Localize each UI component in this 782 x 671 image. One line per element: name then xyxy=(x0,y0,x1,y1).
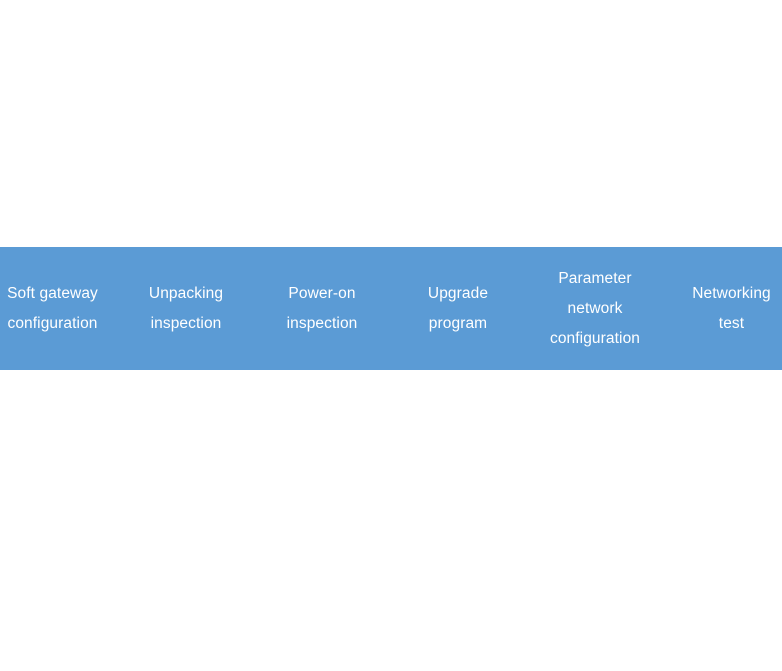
process-stage-networking-test[interactable]: Networking test xyxy=(681,247,782,370)
process-stage-soft-gateway-configuration[interactable]: Soft gateway configuration xyxy=(0,247,105,370)
stage-label-line-2: program xyxy=(428,314,488,332)
stage-label-line-2: network xyxy=(567,299,623,317)
stage-label-line-2: inspection xyxy=(286,314,358,332)
stage-label-line-2: test xyxy=(718,314,745,332)
stage-label-line-1: Parameter xyxy=(558,269,632,287)
stage-label-line-1: Unpacking xyxy=(148,284,224,302)
process-stage-power-on-inspection[interactable]: Power-on inspection xyxy=(268,247,376,370)
stage-label-line-2: configuration xyxy=(7,314,98,332)
process-stage-unpacking-inspection[interactable]: Unpacking inspection xyxy=(132,247,240,370)
process-stage-parameter-network-configuration[interactable]: Parameter network configuration xyxy=(535,247,655,370)
stage-label-line-3: configuration xyxy=(549,329,641,347)
stage-label-line-1: Networking xyxy=(692,284,771,302)
stage-label-line-2: inspection xyxy=(150,314,222,332)
process-stage-upgrade-program[interactable]: Upgrade program xyxy=(406,247,510,370)
stage-label-line-1: Soft gateway xyxy=(7,284,98,302)
process-flow-band: Soft gateway configuration Unpacking ins… xyxy=(0,247,782,370)
stage-label-line-1: Upgrade xyxy=(427,284,489,302)
stage-label-line-1: Power-on xyxy=(288,284,356,302)
